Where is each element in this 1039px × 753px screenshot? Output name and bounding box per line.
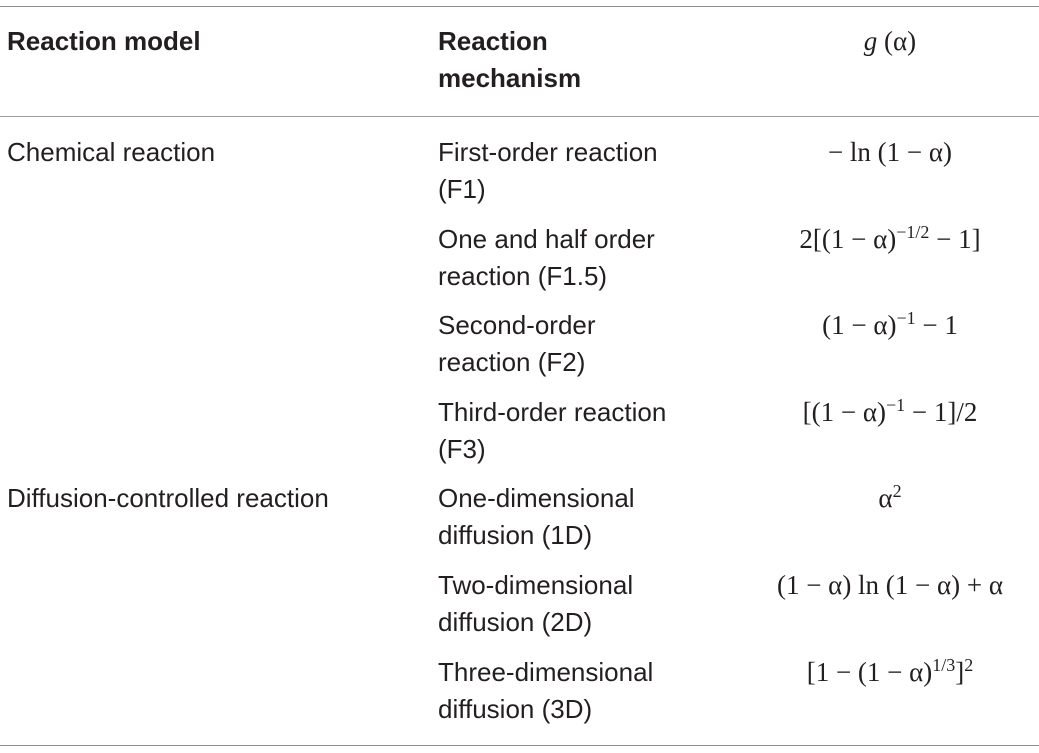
row-formula-f3: [(1 − α)−1 − 1]/2 [740, 394, 1039, 431]
formula-exponent: −1 [896, 308, 916, 329]
formula-exponent: 1/3 [932, 655, 956, 676]
row-formula-f1: − ln (1 − α) [740, 134, 1039, 171]
table-header-rule [0, 116, 1039, 117]
mechanism-line: Second-order [438, 310, 596, 340]
header-g-alpha: g (α) [740, 23, 1039, 60]
mechanism-line: Two-dimensional [438, 570, 634, 600]
header-mechanism-line2: mechanism [438, 63, 582, 93]
formula-text: (1 − α) [822, 310, 897, 340]
row-formula-f1-5: 2[(1 − α)−1/2 − 1] [740, 221, 1039, 258]
header-g-func: g [863, 26, 878, 56]
mechanism-line: diffusion (2D) [438, 607, 593, 637]
header-reaction-model: Reaction model [7, 26, 201, 56]
formula-exponent: −1/2 [896, 222, 930, 243]
table-top-rule [0, 6, 1039, 7]
table-bottom-rule [0, 745, 1039, 746]
mechanism-line: reaction (F1.5) [438, 261, 608, 291]
mechanism-line: Three-dimensional [438, 657, 654, 687]
row-formula-3d: [1 − (1 − α)1/3]2 [740, 654, 1039, 691]
formula-text: [1 − (1 − α) [806, 657, 933, 687]
row-mechanism-f1: First-order reaction (F1) [438, 134, 738, 208]
row-mechanism-1d: One-dimensional diffusion (1D) [438, 480, 738, 554]
formula-tail: − 1 [915, 310, 958, 340]
formula-tail: ] [955, 657, 965, 687]
row-mechanism-f1-5: One and half order reaction (F1.5) [438, 221, 738, 295]
formula-text: 2[(1 − α) [799, 224, 897, 254]
header-mechanism-line1: Reaction [438, 26, 548, 56]
row-mechanism-f3: Third-order reaction (F3) [438, 394, 738, 468]
mechanism-line: One-dimensional [438, 483, 635, 513]
header-reaction-mechanism: Reaction mechanism [438, 23, 738, 97]
row-model-diffusion: Diffusion-controlled reaction [7, 483, 329, 513]
formula-text: α [878, 483, 893, 513]
mechanism-line: reaction (F2) [438, 347, 586, 377]
row-formula-2d: (1 − α) ln (1 − α) + α [740, 567, 1039, 604]
row-mechanism-3d: Three-dimensional diffusion (3D) [438, 654, 738, 728]
formula-text: [(1 − α) [802, 397, 886, 427]
formula-tail: − 1]/2 [905, 397, 978, 427]
mechanism-line: diffusion (1D) [438, 520, 593, 550]
mechanism-line: First-order reaction [438, 137, 658, 167]
formula-tail: − 1] [929, 224, 981, 254]
formula-exponent-outer: 2 [964, 655, 974, 676]
row-formula-f2: (1 − α)−1 − 1 [740, 307, 1039, 344]
mechanism-line: (F1) [438, 174, 486, 204]
formula-text: − ln (1 − α) [827, 137, 953, 167]
header-g-arg: (α) [877, 26, 917, 56]
formula-exponent: 2 [892, 481, 902, 502]
formula-text: (1 − α) ln (1 − α) + α [776, 570, 1004, 600]
mechanism-line: Third-order reaction [438, 397, 667, 427]
mechanism-line: (F3) [438, 434, 486, 464]
row-mechanism-2d: Two-dimensional diffusion (2D) [438, 567, 738, 641]
formula-exponent: −1 [885, 395, 906, 416]
row-mechanism-f2: Second-order reaction (F2) [438, 307, 738, 381]
mechanism-line: diffusion (3D) [438, 694, 593, 724]
row-model-chemical: Chemical reaction [7, 137, 216, 167]
row-formula-1d: α2 [740, 480, 1039, 517]
mechanism-line: One and half order [438, 224, 655, 254]
